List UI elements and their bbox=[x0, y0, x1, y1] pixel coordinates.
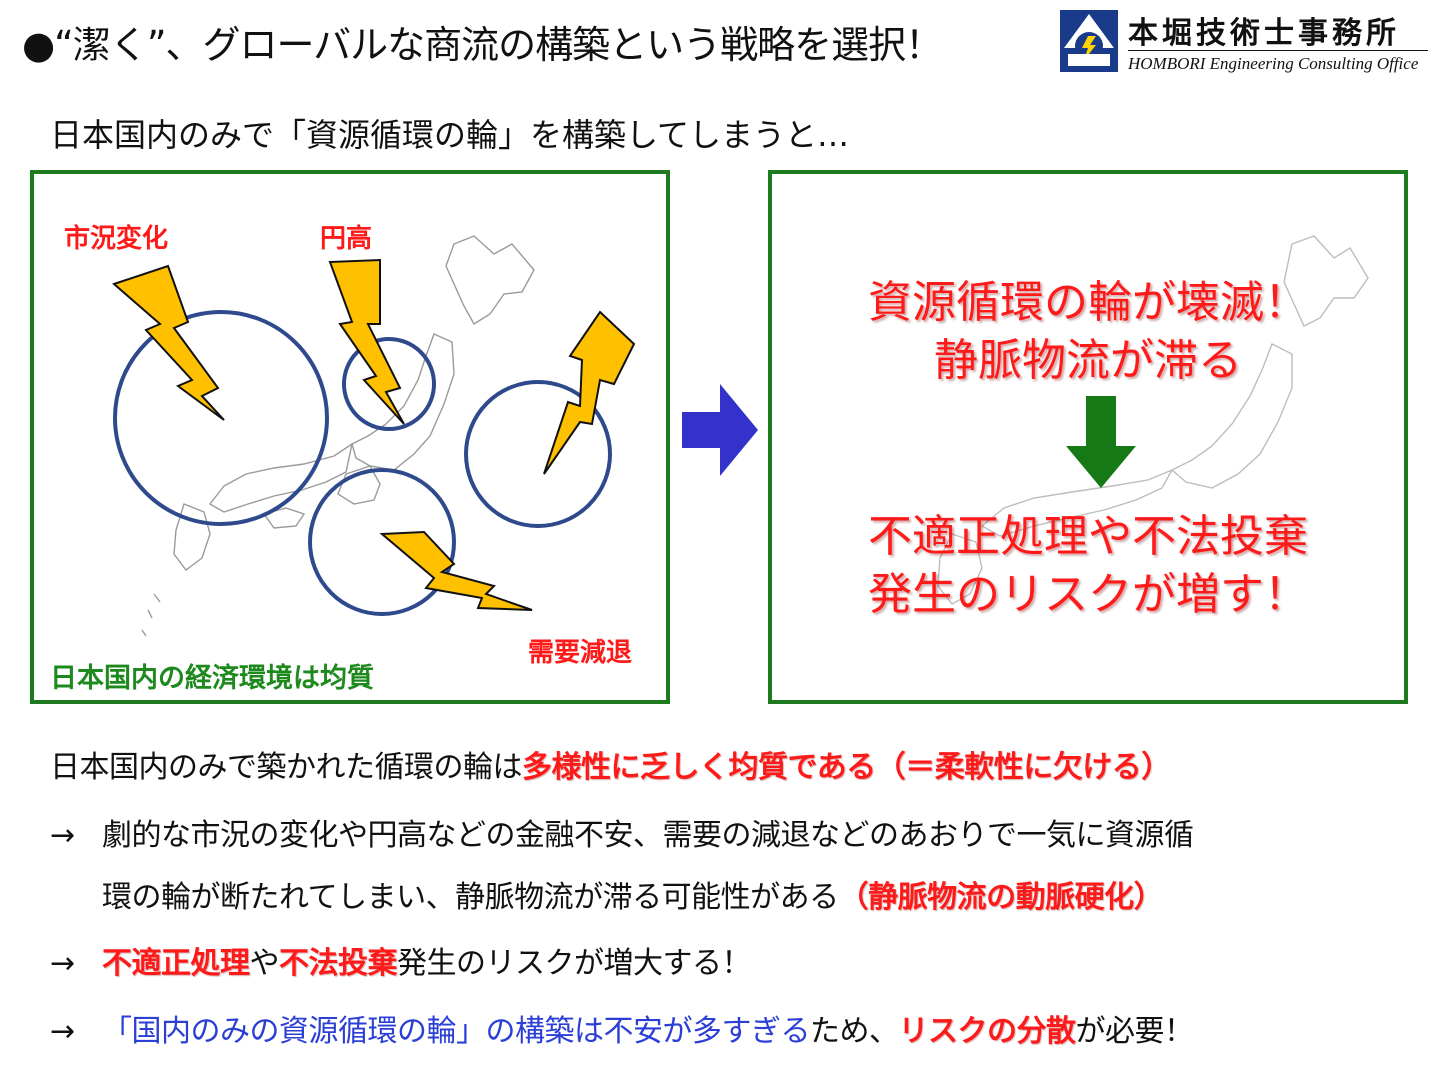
body-line-3-emphasis: （静脈物流の動脈硬化） bbox=[838, 880, 1164, 915]
lightning-bolt-icon bbox=[379, 530, 533, 611]
intro-text: 日本国内のみで「資源循環の輪」を構築してしまうと… bbox=[50, 116, 850, 154]
body-line-3: 環の輪が断たれてしまい、静脈物流が滞る可能性がある（静脈物流の動脈硬化） bbox=[102, 872, 1164, 916]
risk-circle-east bbox=[464, 380, 612, 528]
risk-circle-yen bbox=[342, 337, 436, 431]
body-line-2: → 劇的な市況の変化や円高などの金融不安、需要の減退などのあおりで一気に資源循 bbox=[50, 810, 1194, 854]
risk-circle-market bbox=[113, 310, 329, 526]
left-panel-domestic: 市況変化 円高 需要減退 日本国内の経済環境は均質 bbox=[30, 170, 670, 704]
logo-name: 本堀技術士事務所 bbox=[1128, 16, 1400, 51]
improper-disposal-emphasis: 不適正処理 bbox=[102, 946, 250, 981]
lightning-bolt-icon bbox=[543, 310, 636, 475]
page-title: ●“潔く”、グローバルな商流の構築という戦略を選択！ bbox=[22, 23, 943, 67]
body-line-4: → 不適正処理や不法投棄発生のリスクが増大する！ bbox=[50, 938, 752, 982]
illegal-dumping-emphasis: 不法投棄 bbox=[279, 946, 398, 981]
right-panel-consequences: 資源循環の輪が壊滅！ 静脈物流が滞る 不適正処理や不法投棄 発生のリスクが増す！ bbox=[768, 170, 1408, 704]
body-line-5-connector: ため、 bbox=[810, 1014, 899, 1049]
body-line-1: 日本国内のみで築かれた循環の輪は多様性に乏しく均質である（＝柔軟性に欠ける） bbox=[50, 742, 1171, 786]
logo-divider bbox=[1128, 50, 1428, 51]
right-arrow-icon bbox=[682, 384, 758, 476]
body-line-3-text: 環の輪が断たれてしまい、静脈物流が滞る可能性がある bbox=[102, 880, 839, 915]
down-arrow-icon bbox=[1066, 396, 1136, 488]
body-line-5-text: が必要！ bbox=[1075, 1014, 1195, 1049]
label-demand-decline: 需要減退 bbox=[528, 638, 633, 668]
japan-map-illustration bbox=[112, 235, 636, 637]
body-line-2-text: 劇的な市況の変化や円高などの金融不安、需要の減退などのあおりで一気に資源循 bbox=[102, 818, 1194, 853]
logo-subtitle: HOMBORI Engineering Consulting Office bbox=[1128, 54, 1419, 73]
risk-distribution-emphasis: リスクの分散 bbox=[898, 1014, 1077, 1049]
body-line-1-text: 日本国内のみで築かれた循環の輪は bbox=[50, 750, 523, 785]
label-homogeneous-economy: 日本国内の経済環境は均質 bbox=[50, 663, 374, 694]
domestic-only-emphasis: 「国内のみの資源循環の輪」の構築は不安が多すぎる bbox=[102, 1014, 811, 1049]
risk-circles bbox=[113, 310, 612, 616]
risk-circle-demand bbox=[308, 468, 456, 616]
company-logo: 本堀技術士事務所 HOMBORI Engineering Consulting … bbox=[1058, 6, 1434, 78]
arrow-bullet: → bbox=[50, 818, 75, 853]
body-line-4-connector: や bbox=[249, 946, 280, 981]
japan-map-outline bbox=[141, 235, 535, 637]
illegal-dumping-text: 不適正処理や不法投棄 bbox=[868, 511, 1308, 562]
logo-emblem-icon bbox=[1060, 10, 1118, 72]
lightning-bolt-icon bbox=[328, 258, 405, 425]
label-strong-yen: 円高 bbox=[320, 224, 373, 254]
risk-increase-text: 発生のリスクが増す！ bbox=[868, 569, 1308, 620]
lightning-bolts bbox=[112, 258, 636, 611]
body-line-4-text: 発生のリスクが増大する！ bbox=[397, 946, 752, 981]
japan-map-faded bbox=[937, 235, 1369, 605]
body-line-1-emphasis: 多様性に乏しく均質である（＝柔軟性に欠ける） bbox=[522, 750, 1171, 785]
collapse-headline: 資源循環の輪が壊滅！ bbox=[868, 277, 1308, 328]
lightning-bolt-icon bbox=[112, 264, 225, 421]
body-line-5: → 「国内のみの資源循環の輪」の構築は不安が多すぎるため、リスクの分散が必要！ bbox=[50, 1006, 1194, 1050]
arrow-bullet: → bbox=[50, 1014, 75, 1049]
label-market-change: 市況変化 bbox=[64, 224, 169, 254]
logistics-stall-text: 静脈物流が滞る bbox=[934, 335, 1242, 386]
arrow-bullet: → bbox=[50, 946, 75, 981]
